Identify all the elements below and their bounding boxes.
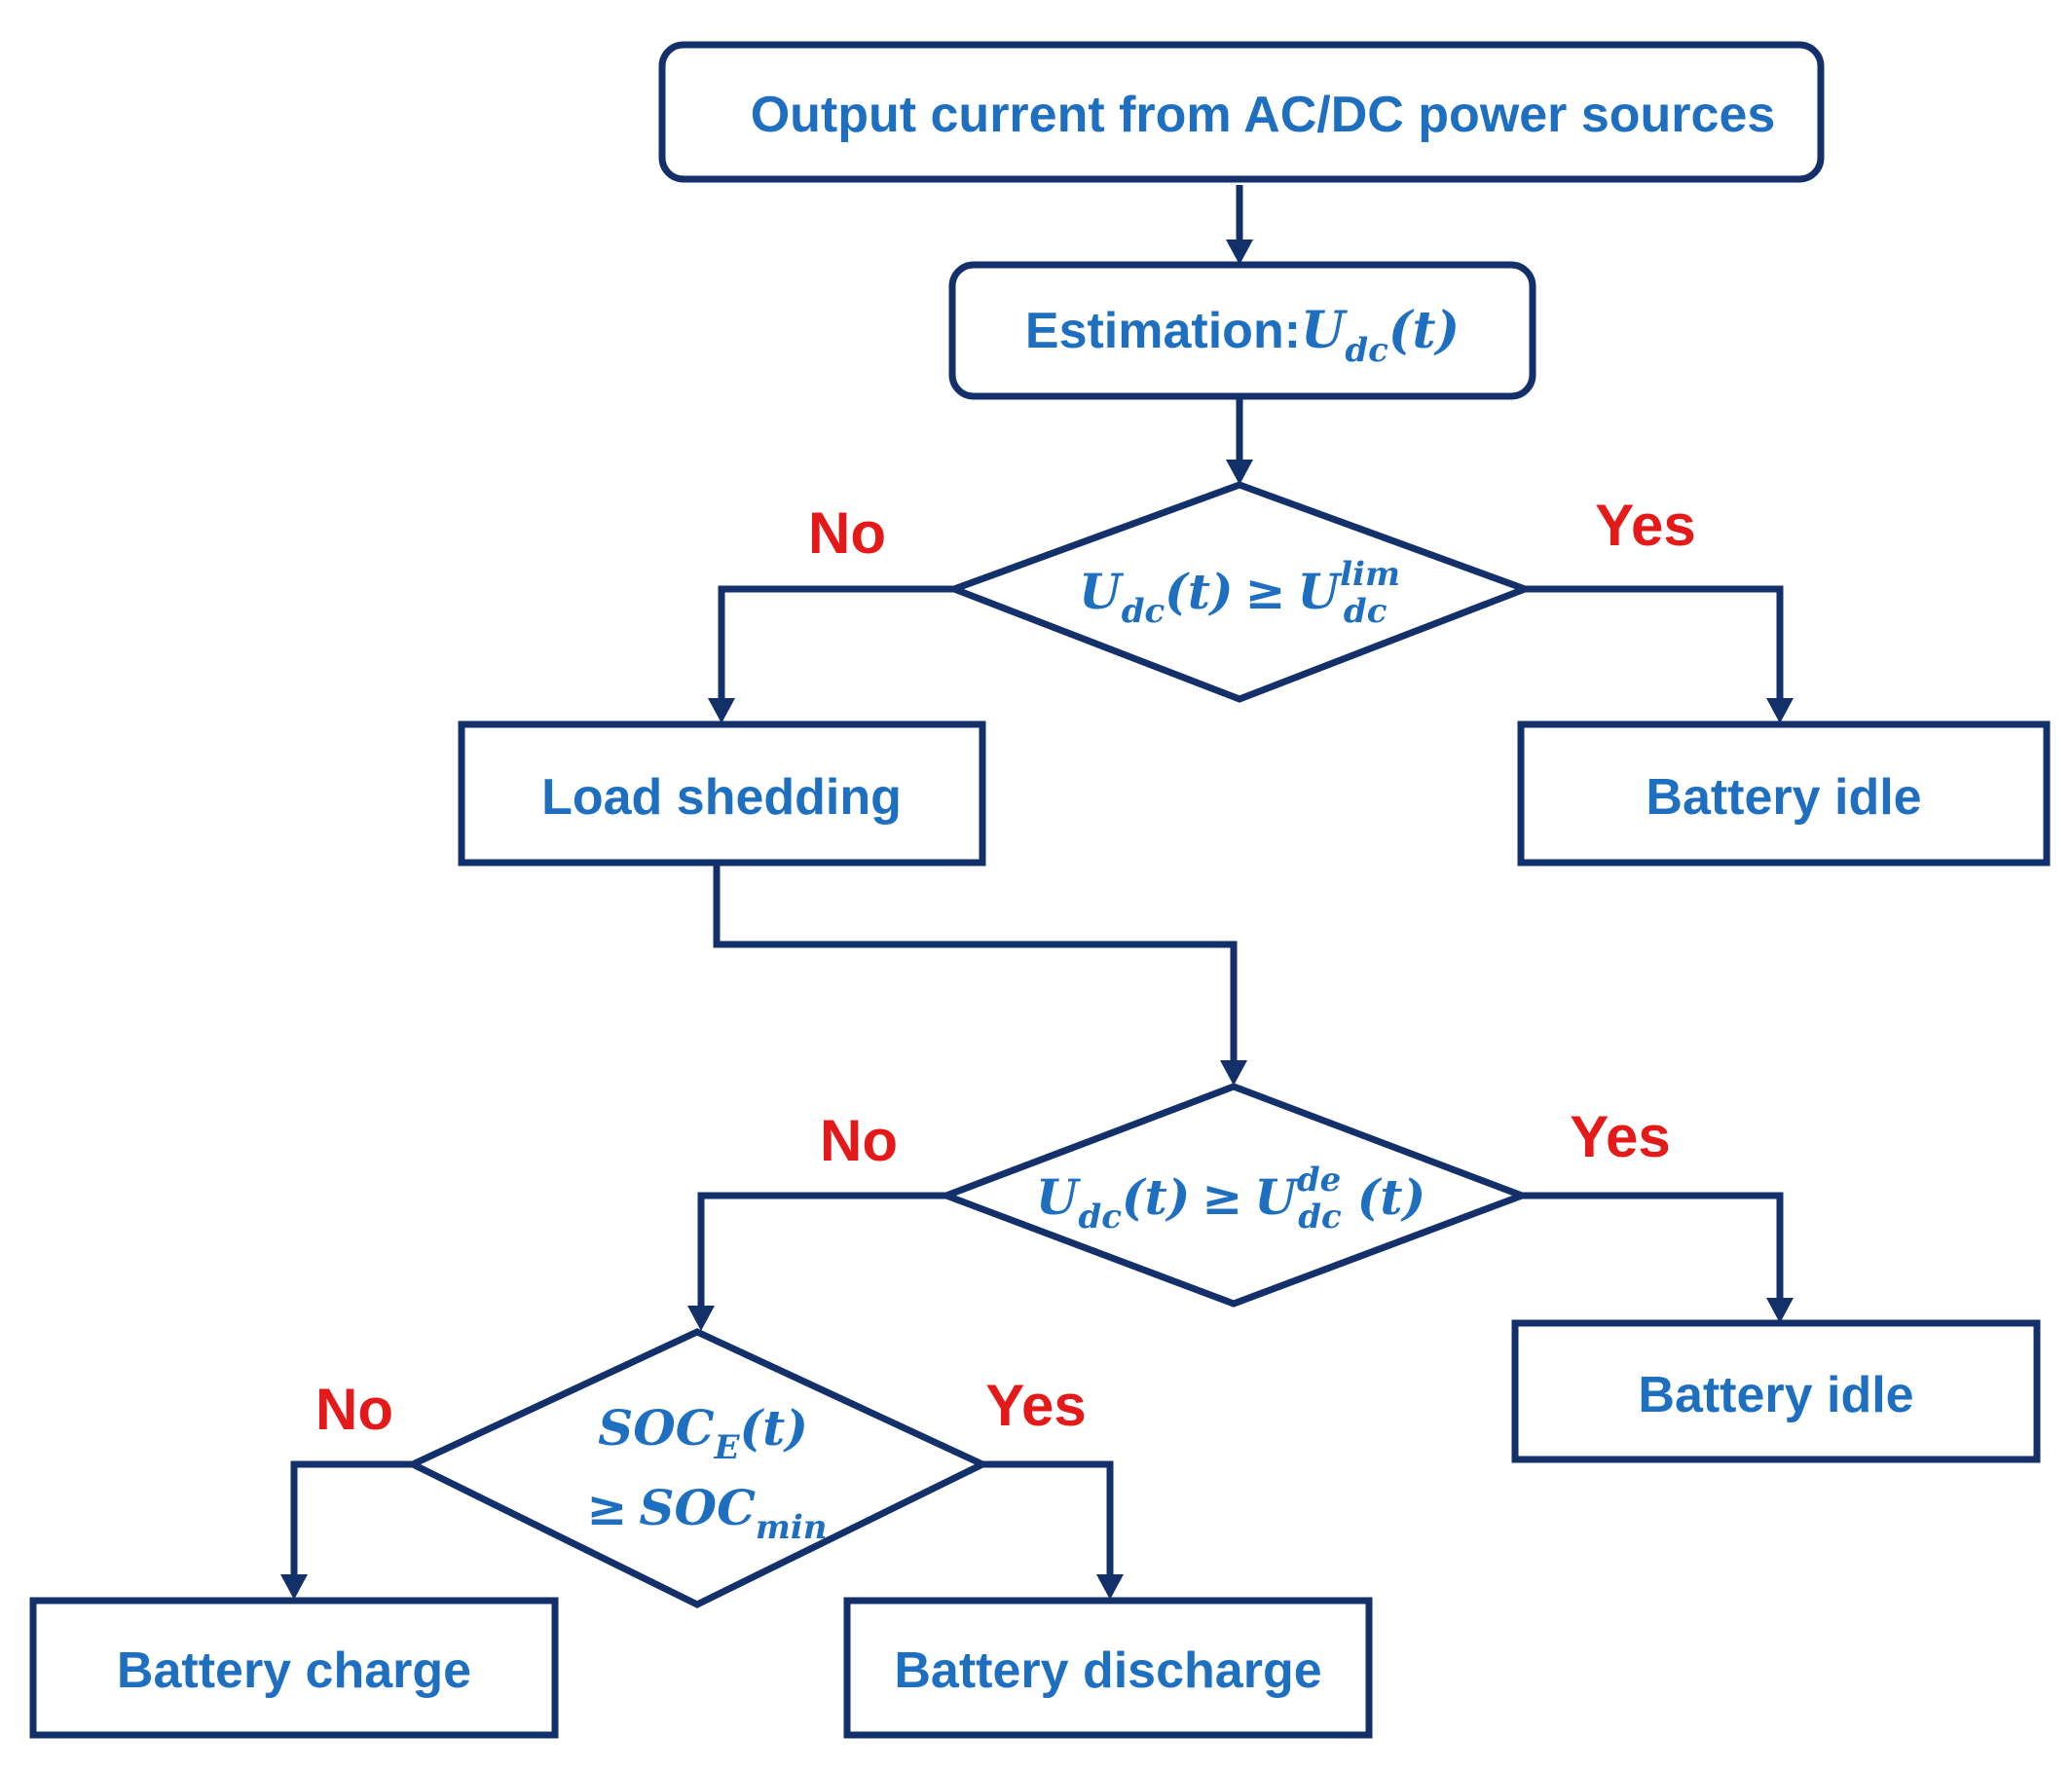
arrow-decision1-no [718,585,954,699]
start-node-label: Output current from AC/DC power sources [751,87,1776,143]
connectors [280,185,1794,1600]
estimation-var: U [1301,301,1348,360]
estimation-arg: (t) [1388,301,1460,360]
arrowhead-load-shedding [708,698,735,723]
arrowhead-estimation [1226,240,1253,265]
arrow-decision3-no [290,1460,413,1575]
decision3: SOCE(t) ≥SOCmin [404,1328,991,1608]
load-shedding-node: Load shedding [458,720,986,867]
battery-discharge-node: Battery discharge [843,1597,1373,1739]
battery-idle-2-node: Battery idle [1511,1319,2041,1463]
decision3-condition-line2: ≥SOCmin [587,1479,828,1547]
battery-charge-label: Battery charge [117,1642,471,1699]
estimation-node: Estimation:Udc(t) [948,261,1536,400]
decision3-no-label: No [315,1377,393,1442]
arrow-load-shedding-to-decision2 [713,866,1238,1061]
arrowhead-battery-idle-2 [1766,1298,1794,1323]
arrow-decision2-no [697,1192,946,1307]
estimation-label: Estimation:Udc(t) [1025,301,1460,370]
decision1-no-label: No [808,500,886,566]
arrowhead-battery-idle-1 [1766,698,1794,723]
decision3-yes-label: Yes [985,1373,1086,1438]
decision1-yes-label: Yes [1595,493,1695,558]
estimation-prefix: Estimation: [1025,303,1301,359]
arrow-decision1-yes [1525,585,1784,699]
arrowhead-decision2 [1220,1060,1247,1086]
battery-idle-2-label: Battery idle [1638,1367,1913,1423]
arrow-decision3-yes [982,1460,1114,1575]
decision2-no-label: No [820,1108,898,1173]
arrowhead-decision3 [687,1306,715,1331]
load-shedding-label: Load shedding [541,769,902,826]
battery-discharge-label: Battery discharge [894,1642,1321,1699]
arrowhead-battery-discharge [1096,1574,1124,1600]
decision2-yes-label: Yes [1570,1104,1670,1169]
arrow-decision2-yes [1522,1192,1784,1299]
decision3-condition-line1: SOCE(t) [598,1399,808,1467]
battery-idle-1-node: Battery idle [1517,720,2051,867]
arrowhead-decision1 [1226,460,1253,485]
start-node: Output current from AC/DC power sources [658,41,1825,183]
estimation-sub: dc [1345,331,1388,370]
battery-charge-node: Battery charge [29,1597,559,1739]
arrowhead-battery-charge [280,1574,308,1600]
battery-idle-1-label: Battery idle [1646,769,1921,826]
